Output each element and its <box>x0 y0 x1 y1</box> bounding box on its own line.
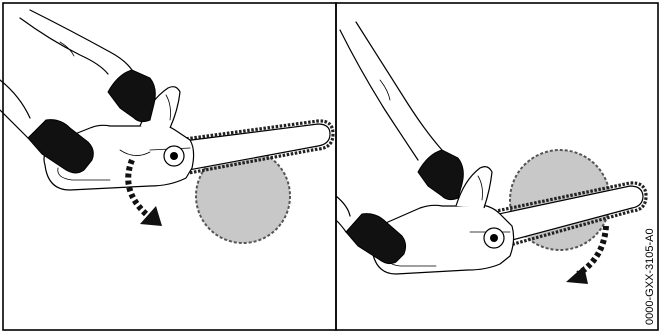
left-panel <box>0 9 335 244</box>
right-panel <box>335 21 648 284</box>
guide-bar <box>167 119 335 177</box>
right-panel-frame <box>335 2 659 331</box>
saw-chain <box>169 119 335 177</box>
front-hand <box>339 21 464 201</box>
front-hand <box>19 9 156 123</box>
saw-chain <box>481 181 648 252</box>
rear-hand <box>335 195 407 265</box>
guide-bar <box>479 181 648 252</box>
chainsaw-body <box>370 166 515 275</box>
image-code-label: 0000-GXX-3105-A0 <box>644 228 656 325</box>
rotation-arrow-down-right <box>125 158 162 226</box>
rear-hand <box>0 79 94 174</box>
rotation-arrow-down-left <box>566 225 609 284</box>
